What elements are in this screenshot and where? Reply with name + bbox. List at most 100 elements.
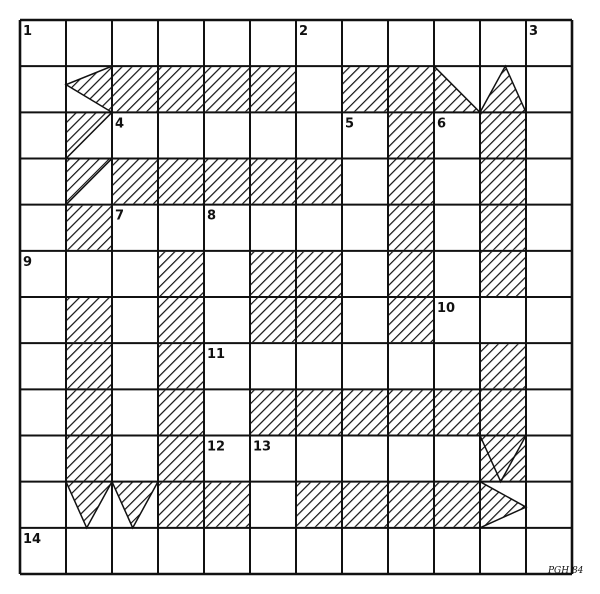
grid-cell[interactable] (388, 435, 434, 482)
grid-cell[interactable] (342, 112, 388, 159)
grid-cell[interactable] (250, 343, 296, 390)
grid-cell[interactable] (434, 527, 480, 574)
grid-cell[interactable] (158, 20, 204, 67)
grid-cell[interactable] (112, 389, 158, 436)
grid-cell[interactable] (480, 297, 526, 344)
grid-cell[interactable] (388, 343, 434, 390)
grid-cell[interactable] (20, 527, 66, 574)
grid-cell[interactable] (434, 435, 480, 482)
hatched-cell (251, 298, 295, 343)
grid-cell[interactable] (388, 20, 434, 67)
hatched-cell (113, 67, 157, 112)
grid-cell[interactable] (204, 20, 250, 67)
grid-cell[interactable] (20, 389, 66, 436)
grid-cell[interactable] (526, 435, 572, 482)
grid-cell[interactable] (342, 204, 388, 251)
grid-cell[interactable] (342, 158, 388, 205)
grid-cell[interactable] (20, 66, 66, 113)
hatched-cell (297, 390, 341, 435)
grid-cell[interactable] (296, 343, 342, 390)
grid-cell[interactable] (20, 481, 66, 528)
grid-cell[interactable] (342, 435, 388, 482)
grid-cell[interactable] (66, 250, 112, 297)
grid-cell[interactable] (434, 343, 480, 390)
grid-cell[interactable] (388, 527, 434, 574)
grid-cell[interactable] (20, 158, 66, 205)
grid-cell[interactable] (342, 20, 388, 67)
grid-cell[interactable] (480, 527, 526, 574)
grid-cell[interactable] (112, 435, 158, 482)
grid-cell[interactable] (296, 112, 342, 159)
grid-cell[interactable] (112, 204, 158, 251)
grid-cell[interactable] (434, 158, 480, 205)
grid-cell[interactable] (342, 527, 388, 574)
grid-cell[interactable] (250, 112, 296, 159)
grid-cell[interactable] (204, 297, 250, 344)
grid-cell[interactable] (20, 435, 66, 482)
grid-cell[interactable] (342, 297, 388, 344)
grid-cell[interactable] (526, 297, 572, 344)
grid-cell[interactable] (204, 389, 250, 436)
grid-cell[interactable] (296, 527, 342, 574)
grid-cell[interactable] (526, 66, 572, 113)
grid-cell[interactable] (526, 158, 572, 205)
grid-cell[interactable] (20, 250, 66, 297)
hatched-cell (67, 298, 111, 343)
grid-cell[interactable] (250, 435, 296, 482)
grid-cell[interactable] (296, 435, 342, 482)
grid-cell[interactable] (526, 481, 572, 528)
grid-cell[interactable] (434, 20, 480, 67)
grid-cell[interactable] (434, 250, 480, 297)
grid-cell[interactable] (434, 112, 480, 159)
grid-cell[interactable] (158, 204, 204, 251)
hatched-cell (159, 390, 203, 435)
grid-cell[interactable] (20, 343, 66, 390)
grid-cell[interactable] (158, 527, 204, 574)
grid-cell[interactable] (112, 343, 158, 390)
grid-cell[interactable] (66, 527, 112, 574)
grid-cell[interactable] (112, 250, 158, 297)
grid-cell[interactable] (296, 204, 342, 251)
hatched-cell (205, 482, 249, 527)
hatched-cell (389, 67, 433, 112)
grid-cell[interactable] (480, 20, 526, 67)
grid-cell[interactable] (526, 204, 572, 251)
grid-cell[interactable] (434, 204, 480, 251)
grid-cell[interactable] (204, 204, 250, 251)
grid-cell[interactable] (526, 527, 572, 574)
grid-cell[interactable] (434, 297, 480, 344)
grid-cell[interactable] (342, 343, 388, 390)
grid-cell[interactable] (204, 250, 250, 297)
hatched-cell (343, 390, 387, 435)
grid-cell[interactable] (112, 112, 158, 159)
grid-cell[interactable] (296, 20, 342, 67)
grid-cell[interactable] (204, 435, 250, 482)
grid-cell[interactable] (526, 112, 572, 159)
grid-cell[interactable] (112, 527, 158, 574)
grid-cell[interactable] (20, 204, 66, 251)
grid-cell[interactable] (20, 112, 66, 159)
grid-cell[interactable] (296, 66, 342, 113)
grid-cell[interactable] (112, 297, 158, 344)
grid-cell[interactable] (250, 204, 296, 251)
grid-cell[interactable] (250, 527, 296, 574)
grid-cell[interactable] (204, 112, 250, 159)
grid-cell[interactable] (158, 112, 204, 159)
grid-cell[interactable] (526, 250, 572, 297)
hatched-cell (389, 205, 433, 250)
grid-cell[interactable] (204, 343, 250, 390)
grid-cell[interactable] (250, 20, 296, 67)
grid-cell[interactable] (526, 389, 572, 436)
grid-cell[interactable] (526, 343, 572, 390)
grid-cell[interactable] (250, 481, 296, 528)
grid-cell[interactable] (204, 527, 250, 574)
hatched-cell (389, 159, 433, 204)
grid-cell[interactable] (526, 20, 572, 67)
grid-cell[interactable] (342, 250, 388, 297)
hatched-cell (389, 390, 433, 435)
grid-cell[interactable] (112, 20, 158, 67)
grid-cell[interactable] (20, 297, 66, 344)
grid-cell[interactable] (66, 20, 112, 67)
grid-cell[interactable] (20, 20, 66, 67)
